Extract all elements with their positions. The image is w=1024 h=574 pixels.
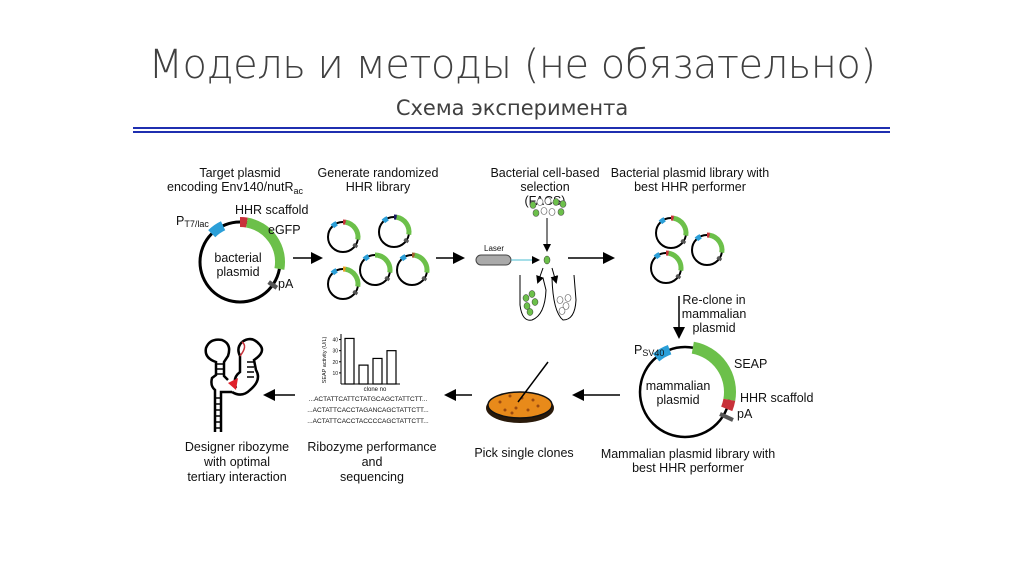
facs-icon: Laser	[475, 197, 577, 321]
chart-bar	[344, 337, 355, 385]
small-plasmid-icon	[327, 219, 361, 253]
ribozyme-structure-icon	[204, 337, 264, 432]
step8-subtitle: with optimal	[203, 455, 270, 469]
pa-label: pA	[278, 277, 294, 291]
slide-subtitle: Схема эксперимента	[395, 96, 629, 120]
slide-title: Модель и методы (не обязательно)	[148, 42, 877, 88]
cell-icon	[548, 208, 556, 216]
colony-icon	[531, 398, 535, 402]
mam-plasmid-label: mammalian	[646, 379, 711, 393]
cell-icon	[536, 198, 544, 206]
step1-subtitle: encoding Env140/nutRac	[167, 180, 303, 196]
chart-bar	[372, 357, 383, 385]
chart-xlabel: clone no	[364, 387, 387, 393]
reclone-label-2: mammalian	[682, 307, 747, 321]
mam-pa-label: pA	[737, 407, 753, 421]
sequence-line: ...ACTATTCATTCTATGCAGCTATTCTT...	[309, 396, 428, 403]
seap-bar-chart: SEAP activity (U/L) clone no 10 20 30 40	[322, 334, 400, 393]
cell-icon	[562, 302, 570, 310]
chart-y-tick-label: 10	[332, 371, 338, 377]
mam-plasmid-label-2: plasmid	[656, 393, 699, 407]
seap-label: SEAP	[734, 357, 767, 371]
title-divider	[133, 127, 890, 129]
cell-icon	[523, 302, 531, 310]
sequence-line: ...ACTATTCACCTACCCCAGCTATTCTT...	[307, 418, 429, 425]
petri-dish-icon	[486, 361, 554, 423]
step4-title: Bacterial plasmid library with	[611, 166, 769, 180]
cell-icon	[526, 308, 534, 316]
step8-title: Designer ribozyme	[185, 440, 289, 454]
chart-y-tick-label: 40	[332, 338, 338, 344]
small-plasmid-icon	[396, 252, 430, 286]
step3-subtitle: selection	[520, 180, 569, 194]
step6-label: Pick single clones	[474, 446, 573, 460]
step7-subtitle-2: sequencing	[340, 470, 404, 484]
sv40-label: PSV40	[634, 343, 664, 358]
chart-bar	[386, 350, 397, 385]
mammalian-plasmid-icon	[638, 341, 736, 439]
step8-subtitle-2: tertiary interaction	[187, 470, 286, 484]
step3-title: Bacterial cell-based	[490, 166, 599, 180]
title-divider-2	[133, 131, 890, 133]
cell-icon	[558, 307, 566, 315]
scaffold-label: HHR scaffold	[235, 203, 308, 217]
step2-title: Generate randomized	[318, 166, 439, 180]
small-plasmid-icon	[655, 215, 689, 249]
step5-title: Mammalian plasmid library with	[601, 447, 775, 461]
colony-icon	[536, 404, 540, 408]
cell-icon	[529, 201, 537, 209]
step1-title: Target plasmid	[199, 166, 280, 180]
colony-icon	[526, 408, 530, 412]
bacterial-plasmid-icon	[198, 217, 285, 304]
promoter-label: PT7/lac	[176, 214, 209, 229]
step4-subtitle: best HHR performer	[634, 180, 746, 194]
small-plasmid-icon	[327, 266, 361, 300]
cell-icon	[522, 294, 530, 302]
colony-icon	[508, 394, 512, 398]
gene-label: eGFP	[268, 223, 301, 237]
mam-scaffold-label: HHR scaffold	[740, 391, 813, 405]
reclone-label: Re-clone in	[682, 293, 745, 307]
step7-subtitle: and	[362, 455, 383, 469]
colony-icon	[514, 406, 518, 410]
cell-icon	[528, 290, 536, 298]
cell-icon	[559, 200, 567, 208]
step7-title: Ribozyme performance	[307, 440, 436, 454]
reclone-label-3: plasmid	[692, 321, 735, 335]
chart-ylabel: SEAP activity (U/L)	[322, 337, 328, 384]
step2-subtitle: HHR library	[346, 180, 411, 194]
selected-plasmid-library-icon	[650, 215, 725, 284]
small-plasmid-icon	[650, 250, 684, 284]
plasmid-library-icon	[327, 214, 430, 300]
plasmid-label-2: plasmid	[216, 265, 259, 279]
sequence-line: ...ACTATTCACCTAGANCAGCTATTCTT...	[307, 407, 429, 414]
small-plasmid-icon	[691, 232, 725, 266]
colony-icon	[503, 408, 507, 412]
cell-icon	[556, 296, 564, 304]
cell-icon	[540, 207, 548, 215]
colony-icon	[510, 411, 514, 415]
small-plasmid-icon	[359, 252, 393, 286]
laser-label: Laser	[484, 244, 504, 253]
cell-icon	[552, 198, 560, 206]
step5-subtitle: best HHR performer	[632, 461, 744, 475]
chart-y-tick-label: 30	[332, 349, 338, 355]
cell-icon	[564, 294, 572, 302]
plasmid-label: bacterial	[214, 251, 261, 265]
cell-icon	[557, 208, 565, 216]
colony-icon	[498, 400, 502, 404]
cell-icon	[532, 209, 540, 217]
chart-y-tick-label: 20	[332, 360, 338, 366]
cell-icon	[544, 197, 552, 205]
small-plasmid-icon	[378, 214, 412, 248]
chart-bar	[358, 364, 369, 385]
cell-icon	[531, 298, 539, 306]
